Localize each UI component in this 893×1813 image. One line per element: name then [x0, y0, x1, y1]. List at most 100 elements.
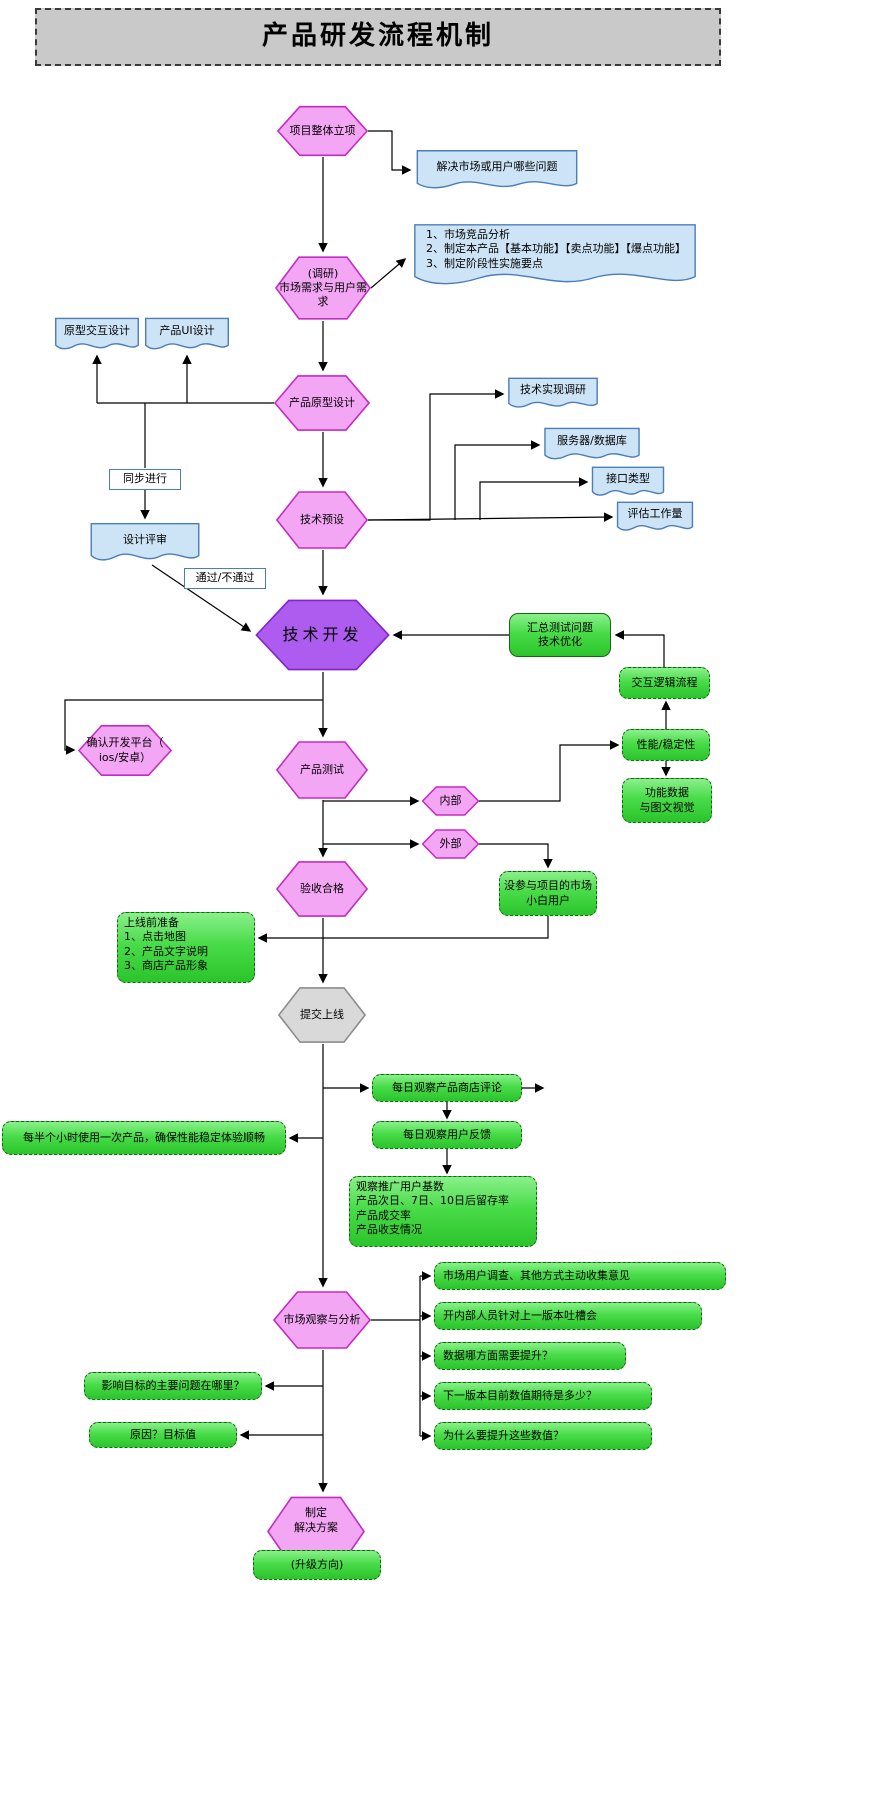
note-daily-store-reviews: 每日观察产品商店评论: [372, 1074, 522, 1102]
label: 原因？目标值: [130, 1427, 196, 1441]
hexagon-shape: [276, 860, 368, 918]
label: 设计评审: [123, 532, 167, 546]
flow-step-tech-development: 技术开发: [255, 598, 390, 672]
label: 功能数据 与图文视觉: [639, 786, 695, 814]
label: 市场用户调查、其他方式主动收集意见: [443, 1268, 630, 1282]
label: 验收合格: [300, 881, 344, 895]
flow-step-product-testing: 产品测试: [276, 740, 368, 800]
flow-step-market-observation: 市场观察与分析: [273, 1290, 371, 1350]
doc-competitive-analysis: 1、市场竞品分析 2、制定本产品【基本功能】【卖点功能】【爆点功能】 3、制定阶…: [409, 222, 701, 292]
label: 1、市场竞品分析 2、制定本产品【基本功能】【卖点功能】【爆点功能】 3、制定阶…: [426, 228, 686, 270]
document-shape: [144, 317, 230, 353]
label: 内部: [439, 793, 462, 807]
note-interaction-logic: 交互逻辑流程: [619, 667, 710, 699]
note-user-survey: 市场用户调查、其他方式主动收集意见: [434, 1262, 726, 1290]
label: 技术实现调研: [520, 383, 586, 397]
note-prelaunch-checklist: 上线前准备 1、点击地图 2、产品文字说明 3、商店产品形象: [117, 912, 255, 983]
label: 解决市场或用户哪些问题: [436, 160, 558, 174]
label: 产品UI设计: [159, 324, 215, 338]
label: 汇总测试问题 技术优化: [527, 620, 593, 648]
flow-node-internal: 内部: [422, 786, 479, 816]
document-shape: [591, 466, 665, 499]
label: 产品原型设计: [289, 395, 355, 409]
flow-step-prototype-design: 产品原型设计: [274, 374, 370, 432]
document-shape: [507, 377, 599, 411]
label: 产品测试: [300, 762, 344, 776]
document-shape: [414, 149, 580, 193]
flow-step-project-initiation: 项目整体立项: [277, 105, 368, 157]
hexagon-shape: [277, 105, 368, 157]
doc-workload-estimate: 评估工作量: [616, 501, 694, 534]
label: (调研) 市场需求与用户需 求: [279, 266, 367, 309]
label: 服务器/数据库: [557, 434, 627, 448]
hexagon-shape: [273, 1290, 371, 1350]
hexagon-shape: [276, 490, 368, 550]
doc-prototype-interaction-design: 原型交互设计: [54, 317, 140, 353]
doc-product-ui-design: 产品UI设计: [144, 317, 230, 353]
note-internal-critique: 开内部人员针对上一版本吐槽会: [434, 1302, 702, 1330]
flow-step-submit-launch: 提交上线: [278, 986, 366, 1044]
label: 数据哪方面需要提升？: [443, 1348, 553, 1362]
label: 观察推广用户基数 产品次日、7日、10日后留存率 产品成交率 产品收支情况: [356, 1180, 509, 1236]
document-shape: [54, 317, 140, 353]
label-sync-parallel: 同步进行: [109, 469, 181, 490]
flow-step-market-research: (调研) 市场需求与用户需 求: [275, 255, 371, 321]
hexagon-shape: [278, 986, 366, 1044]
note-key-problem: 影响目标的主要问题在哪里？: [84, 1372, 262, 1400]
label: 为什么要提升这些数值？: [443, 1428, 564, 1442]
label: 每日观察用户反馈: [403, 1127, 491, 1141]
note-why-improve: 为什么要提升这些数值？: [434, 1422, 652, 1450]
label: 通过/不通过: [195, 571, 255, 585]
label: (升级方向): [290, 1557, 344, 1571]
doc-tech-research: 技术实现调研: [507, 377, 599, 411]
note-naive-users: 没参与项目的市场 小白用户: [499, 871, 597, 916]
label: 下一版本目前数值期待是多少？: [443, 1388, 597, 1402]
label: 每半个小时使用一次产品，确保性能稳定体验顺畅: [23, 1130, 265, 1144]
flow-step-tech-presets: 技术预设: [276, 490, 368, 550]
note-performance-stability: 性能/稳定性: [622, 729, 710, 761]
label: 接口类型: [606, 471, 650, 485]
label: 性能/稳定性: [636, 737, 696, 751]
document-shape: [543, 427, 641, 463]
hexagon-shape: [275, 255, 371, 321]
diagram-title-label: 产品研发流程机制: [261, 21, 494, 52]
label: 交互逻辑流程: [631, 675, 698, 689]
document-shape: [89, 522, 201, 565]
label: 开内部人员针对上一版本吐槽会: [443, 1308, 597, 1322]
flow-node-external: 外部: [422, 829, 479, 859]
flow-step-acceptance: 验收合格: [276, 860, 368, 918]
note-next-version-target: 下一版本目前数值期待是多少？: [434, 1382, 652, 1410]
label: 同步进行: [123, 472, 167, 486]
label: 技术开发: [282, 624, 363, 644]
note-data-improvement: 数据哪方面需要提升？: [434, 1342, 626, 1370]
label-pass-fail: 通过/不通过: [184, 568, 266, 589]
note-daily-user-feedback: 每日观察用户反馈: [372, 1121, 522, 1149]
hexagon-shape: [255, 598, 390, 672]
label: 每日观察产品商店评论: [392, 1080, 502, 1094]
label: 外部: [439, 836, 462, 850]
label: 项目整体立项: [289, 123, 356, 137]
note-functional-data: 功能数据 与图文视觉: [622, 778, 712, 823]
document-shape: [409, 222, 701, 292]
label: 原型交互设计: [64, 324, 130, 338]
note-upgrade-direction: (升级方向): [253, 1550, 381, 1580]
doc-server-database: 服务器/数据库: [543, 427, 641, 463]
note-half-hour-usage: 每半个小时使用一次产品，确保性能稳定体验顺畅: [2, 1121, 286, 1155]
doc-problems-to-solve: 解决市场或用户哪些问题: [414, 149, 580, 193]
doc-interface-type: 接口类型: [591, 466, 665, 499]
note-test-summary: 汇总测试问题 技术优化: [509, 613, 611, 657]
label: 提交上线: [300, 1007, 344, 1021]
label: 没参与项目的市场 小白用户: [504, 879, 592, 907]
hexagon-shape: [276, 740, 368, 800]
label: 确认开发平台（ ios/安卓）: [86, 736, 164, 764]
note-growth-metrics: 观察推广用户基数 产品次日、7日、10日后留存率 产品成交率 产品收支情况: [349, 1176, 537, 1247]
label: 技术预设: [300, 512, 344, 526]
doc-design-review: 设计评审: [89, 522, 201, 565]
label: 市场观察与分析: [283, 1312, 361, 1326]
label: 上线前准备 1、点击地图 2、产品文字说明 3、商店产品形象: [124, 916, 208, 972]
label: 评估工作量: [627, 506, 683, 520]
document-shape: [616, 501, 694, 534]
label: 制定 解决方案: [294, 1506, 338, 1534]
hexagon-shape: [422, 786, 479, 816]
